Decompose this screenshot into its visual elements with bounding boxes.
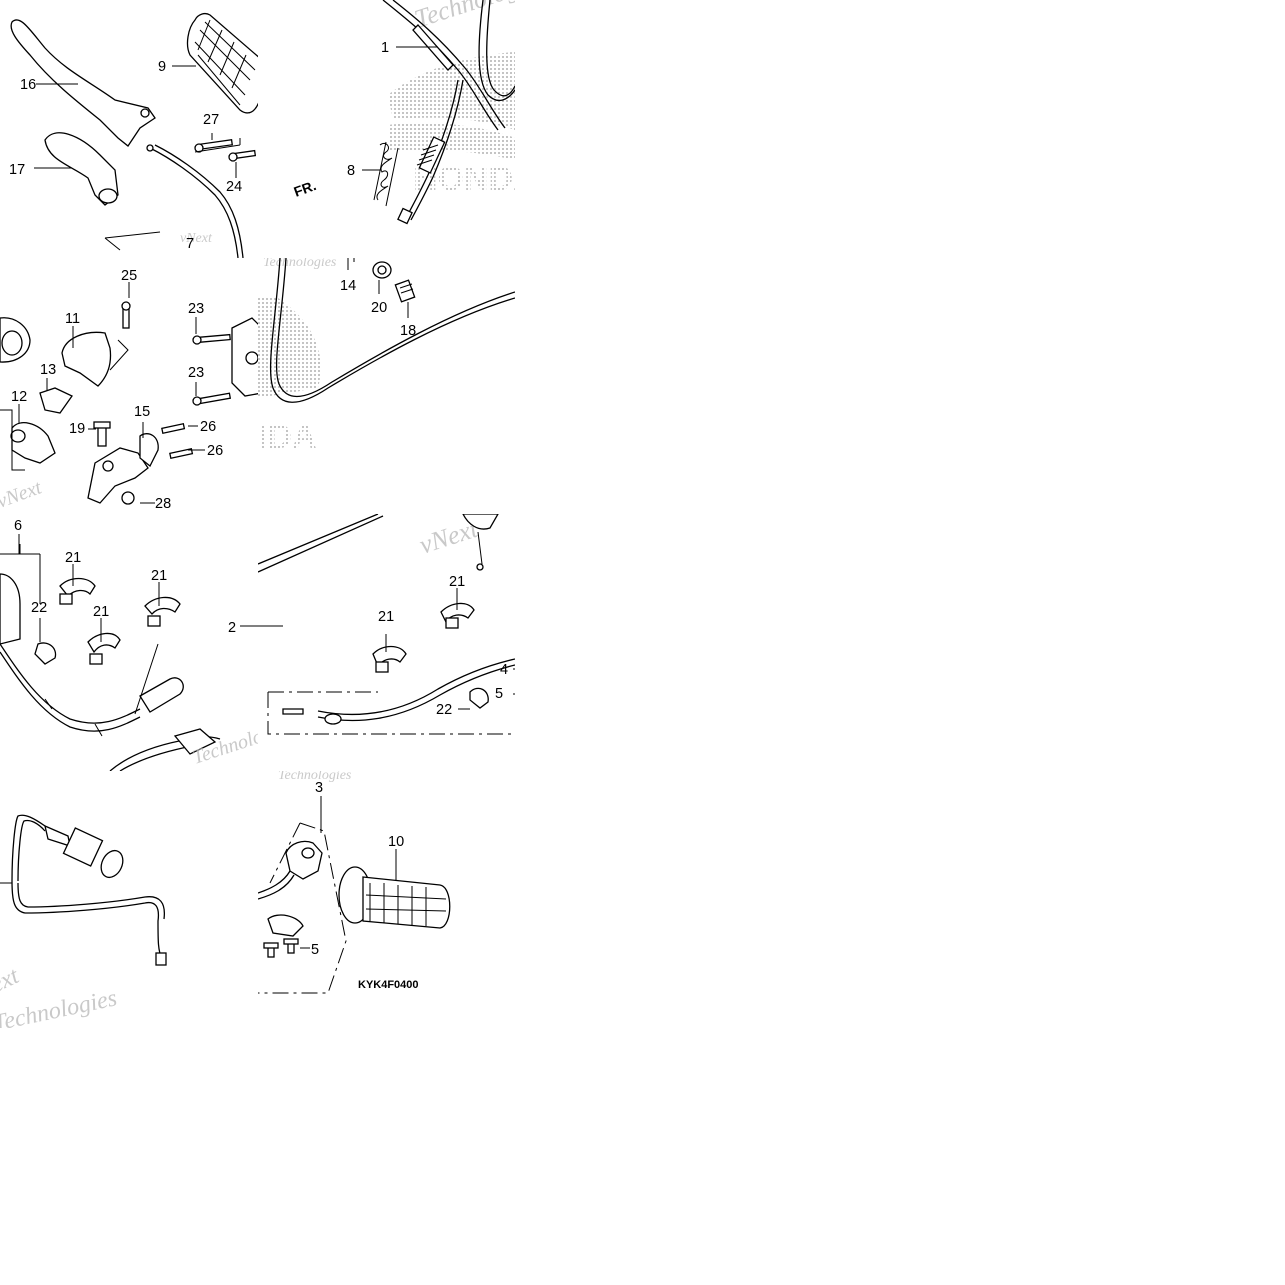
callout-23: 23: [188, 301, 204, 317]
callout-20: 20: [371, 300, 387, 316]
callout-2-holder: 2: [228, 620, 258, 636]
callout-21d: 21: [378, 609, 394, 625]
callout-28: 28: [155, 496, 171, 512]
tile-wire-bands: Technologies 6 21 22 21 21: [0, 514, 258, 771]
callout-1: 1: [381, 40, 389, 56]
switch-housing-illustration: [231, 317, 258, 397]
callout-27: 27: [203, 112, 219, 128]
tile-lever-assembly: vNext 16 9 17 27 24 7: [0, 0, 258, 258]
drawing-code: KYK4F0400: [358, 979, 419, 991]
callout-25: 25: [121, 268, 137, 284]
grip-illustration: [186, 13, 258, 114]
adjuster-bolt-illustration: [394, 279, 416, 303]
callout-2-label: 2: [228, 620, 236, 636]
callout-22: 22: [31, 600, 47, 616]
wire-clip-illustration: [34, 642, 57, 665]
callout-26b: 26: [207, 443, 223, 459]
callout-23b: 23: [188, 365, 204, 381]
cable-illustration: [149, 147, 239, 258]
screw-illustration: [283, 938, 299, 954]
callout-21: 21: [65, 550, 81, 566]
tile-switch-housing: vNext 25 11 13 12 19 15 23 23 26 26 28: [0, 258, 258, 514]
wire-clip-illustration: [469, 687, 489, 709]
callout-16: 16: [20, 77, 36, 93]
callout-21c: 21: [93, 604, 109, 620]
callout-24: 24: [226, 179, 242, 195]
wire-band-illustration: [372, 645, 407, 673]
callout-11: 11: [65, 311, 80, 327]
svg-text:IDA: IDA: [258, 418, 317, 456]
callout-12: 12: [11, 389, 27, 405]
watermark: vNext: [0, 476, 45, 512]
bracket-illustration: [87, 447, 149, 504]
callout-3: 3: [315, 780, 323, 796]
watermark: Technologies: [0, 985, 119, 1028]
callout-4: 4: [500, 662, 508, 678]
throttle-housing-illustration: [285, 840, 323, 880]
watermark: Technologies: [263, 258, 337, 270]
callout-10: 10: [388, 834, 404, 850]
callout-26: 26: [200, 419, 216, 435]
callout-13: 13: [40, 362, 56, 378]
spring-illustration: [373, 141, 399, 207]
brake-lever-illustration: [10, 19, 156, 147]
callout-5: 5: [495, 686, 503, 702]
choke-knob-illustration: [44, 824, 124, 879]
callout-14: 14: [340, 278, 356, 294]
callout-15: 15: [134, 404, 150, 420]
wire-band-illustration: [87, 632, 121, 665]
front-arrow-label: FR.: [292, 177, 319, 200]
callout-9: 9: [158, 59, 166, 75]
callout-19: 19: [69, 421, 85, 437]
watermark: ext: [0, 962, 24, 998]
callout-22b: 22: [436, 702, 452, 718]
watermark: Technologies: [278, 771, 352, 783]
wire-band-illustration: [144, 596, 181, 627]
callout-18: 18: [400, 323, 416, 339]
callout-5b: 5: [311, 942, 319, 958]
callout-21b: 21: [151, 568, 167, 584]
tile-throttle-cable: HONDA Technologies FR. 1 8: [258, 0, 515, 258]
callout-6: 6: [14, 518, 22, 534]
screw-illustration: [263, 942, 279, 958]
tile-switch-grip: Technologies 3 10 5 KYK4F0400: [258, 771, 515, 1028]
nut-illustration: [372, 261, 392, 279]
callout-8: 8: [347, 163, 355, 179]
callout-7: 7: [186, 236, 194, 252]
callout-21e: 21: [449, 574, 465, 590]
callout-17: 17: [9, 162, 25, 178]
watermark: vNext: [180, 231, 213, 246]
tile-choke-knob: ext Technologies: [0, 771, 258, 1028]
cable-adjuster-illustration: [416, 136, 446, 174]
wire-band-illustration: [440, 602, 475, 629]
tile-choke-cable: IDA Technologies 14 20 18: [258, 258, 515, 514]
tile-wire-harness: vNext 2 21 21 4 5 22: [258, 514, 515, 771]
grip-illustration: [338, 866, 451, 929]
housing-cover-illustration: [61, 331, 112, 387]
wire-band-illustration: [59, 577, 96, 605]
